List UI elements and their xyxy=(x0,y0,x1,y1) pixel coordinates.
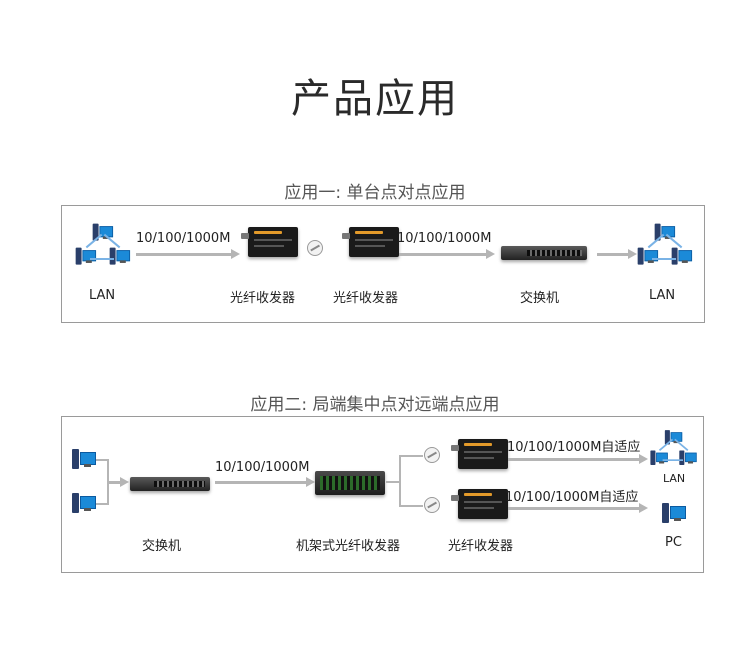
lan-icon xyxy=(636,220,693,270)
speed-label-b: 10/100/1000M xyxy=(397,231,492,246)
speed-label-main: 10/100/1000M xyxy=(215,460,310,475)
converter-a-label: 光纤收发器 xyxy=(230,291,296,306)
link-arrow xyxy=(508,454,648,464)
fiber-transceiver-icon xyxy=(342,227,399,257)
link-arrow xyxy=(215,477,315,487)
converter-label: 光纤收发器 xyxy=(448,539,514,554)
pc-icon xyxy=(671,246,693,268)
converter-b-label: 光纤收发器 xyxy=(333,291,399,306)
lan-icon xyxy=(74,220,131,270)
pc-icon xyxy=(72,447,96,473)
pc-icon xyxy=(72,491,96,517)
lan-label: LAN xyxy=(663,472,686,485)
pc-icon xyxy=(662,501,686,527)
link-arrow xyxy=(399,249,495,259)
section1-panel: LAN 10/100/1000M 光纤收发器 光纤收发器 10/100/1000… xyxy=(61,205,705,323)
rack-transceiver-icon xyxy=(315,471,385,495)
pc-icon xyxy=(109,246,131,268)
switch-label: 交换机 xyxy=(520,291,560,306)
link-arrow xyxy=(597,249,637,259)
fiber-transceiver-icon xyxy=(451,439,508,469)
speed-label-a: 10/100/1000M xyxy=(136,231,231,246)
lan-left-label: LAN xyxy=(89,288,116,303)
speed-label-bottom: 10/100/1000M自适应 xyxy=(505,490,639,505)
fiber-transceiver-icon xyxy=(451,489,508,519)
link-arrow xyxy=(107,477,129,487)
pc-icon xyxy=(650,449,668,468)
section2-title: 应用二: 局端集中点对远端点应用 xyxy=(250,395,500,415)
fiber-transceiver-icon xyxy=(241,227,298,257)
network-switch-icon xyxy=(130,477,210,491)
page-title: 产品应用 xyxy=(291,76,459,122)
lan-right-label: LAN xyxy=(649,288,676,303)
section1-title: 应用一: 单台点对点应用 xyxy=(284,183,466,203)
speed-label-top: 10/100/1000M自适应 xyxy=(507,440,641,455)
fiber-cable-icon xyxy=(424,497,440,513)
network-switch-icon xyxy=(501,246,587,260)
link-arrow xyxy=(136,249,240,259)
lan-icon xyxy=(649,427,697,470)
pc-icon xyxy=(637,246,659,268)
link-arrow xyxy=(508,503,648,513)
fiber-cable-icon xyxy=(424,447,440,463)
rack-label: 机架式光纤收发器 xyxy=(296,539,401,554)
section2-panel: 交换机 10/100/1000M 机架式光纤收发器 光纤收发器 10/100/1… xyxy=(61,416,704,573)
fiber-cable-icon xyxy=(307,240,323,256)
pc-icon xyxy=(75,246,97,268)
pc-icon xyxy=(679,449,697,468)
pc-label: PC xyxy=(665,535,682,550)
switch-label: 交换机 xyxy=(142,539,182,554)
